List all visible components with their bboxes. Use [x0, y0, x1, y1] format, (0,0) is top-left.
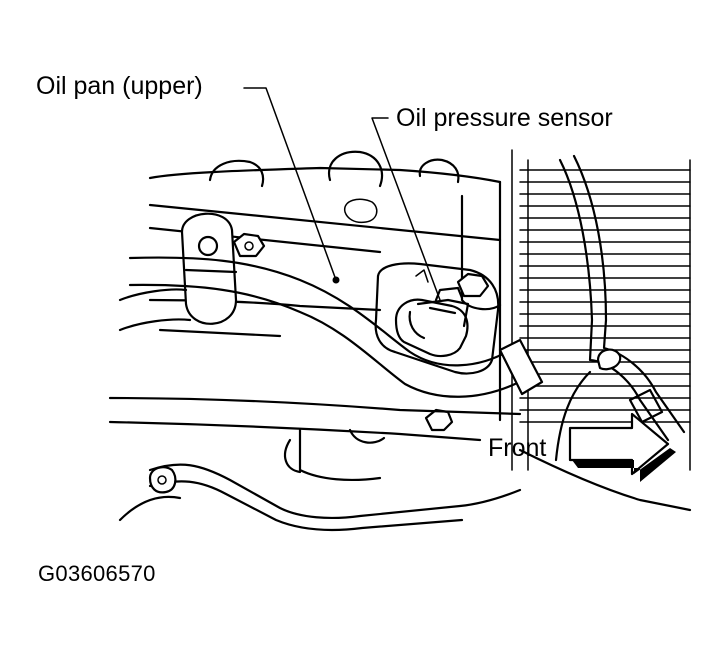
harness-line — [118, 463, 522, 532]
arrow-right-icon — [568, 412, 676, 482]
oil-pan-pipe — [128, 256, 544, 398]
figure-code: G03606570 — [38, 561, 156, 586]
right-pipe — [518, 154, 692, 512]
leader-line-oil-pressure-sensor — [371, 117, 441, 301]
leader-line-oil-pan — [243, 87, 337, 281]
oil-pan-label: Oil pan (upper) — [36, 72, 203, 100]
radiator-fins — [511, 149, 691, 471]
left-bracket — [118, 212, 238, 332]
bolt-left — [232, 232, 266, 258]
lower-crossmember — [108, 396, 522, 482]
bolt-right — [456, 272, 490, 298]
sensor-mount — [374, 262, 500, 375]
front-direction-label: Front — [488, 434, 547, 462]
bolt-lower — [424, 408, 454, 432]
oil-pressure-sensor-label: Oil pressure sensor — [396, 104, 613, 132]
